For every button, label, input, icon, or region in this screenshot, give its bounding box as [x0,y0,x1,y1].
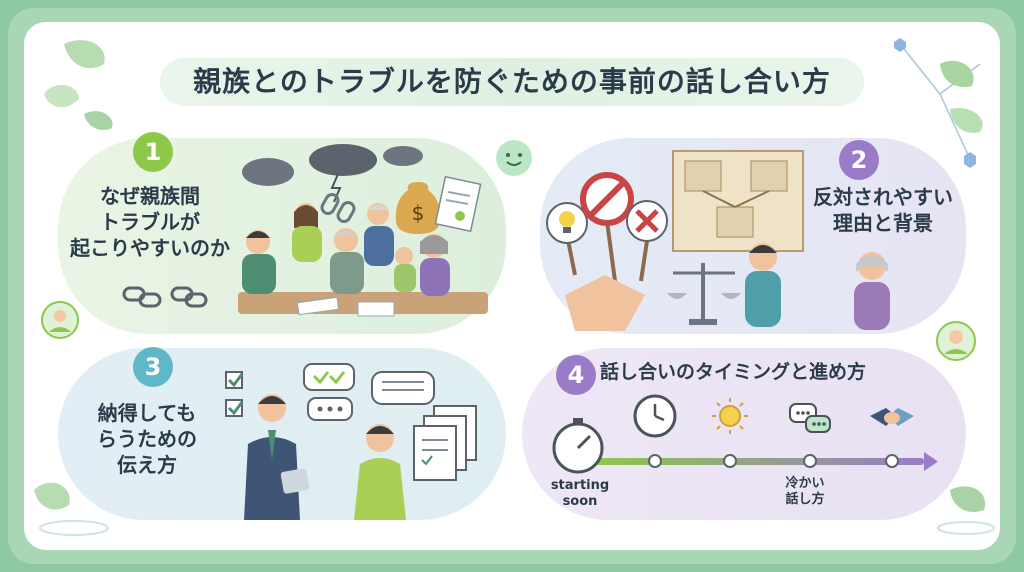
smiley-icon [496,140,532,176]
section-3-heading-line: 納得しても [97,401,197,425]
prohibited-sign-icon [580,172,634,282]
timeline-bar [594,458,924,465]
timeline-end-label-line: 冷かい [785,476,825,491]
clock-icon [633,394,677,438]
section-2-heading-line: 反対されやすい [813,185,953,209]
checklist-icon [225,371,244,417]
timeline-arrowhead [924,452,938,471]
speech-bubble-dots-icon [307,397,353,421]
decoration-right-network [894,38,983,168]
document-stack-icon [413,405,477,481]
section-1-heading: なぜ親族間 トラブルが 起こりやすいのか [70,183,230,261]
balance-scale-icon [667,263,741,325]
x-mark-sign-icon [626,200,668,282]
section-1-heading-line: トラブルが [100,210,200,234]
section-3-heading-line: らうための [97,427,197,451]
document-icon [434,175,482,233]
timeline-end-label: 冷かい 話し方 [770,476,840,508]
decoration-bottom-left-leaves [34,482,109,536]
businessman-illustration [244,394,310,520]
person-listening-illustration [354,424,406,520]
storm-cloud-icon [242,144,423,203]
timeline-end-label-line: 話し方 [785,492,825,507]
family-members-illustration [242,203,450,296]
timeline-node [648,454,662,468]
section-2-heading-line: 理由と背景 [833,211,933,235]
svg-text:$: $ [412,201,425,225]
broken-chain-left-icon [122,286,208,308]
section-3-heading-line: 伝え方 [117,453,177,477]
handshake-icon [870,408,914,426]
speech-bubbles-icon [789,403,831,433]
section-1-heading-line: なぜ親族間 [100,184,200,208]
title-background [160,58,864,106]
timeline-node [885,454,899,468]
section-2-number-badge: 2 [839,140,879,180]
timeline-start-label-text: starting soon [550,478,610,509]
timeline-illustration [552,394,938,474]
man-gesturing-illustration [745,243,781,327]
family-tree-document-icon [672,150,804,252]
avatar-left-icon [41,301,79,339]
section-1-heading-line: 起こりやすいのか [70,236,230,260]
section-2-illustration [546,150,804,331]
section-3-heading: 納得しても らうための 伝え方 [72,400,222,478]
broken-chain-icon [320,193,356,223]
timeline-node [723,454,737,468]
section-4-number-badge: 4 [556,355,596,395]
sun-icon [712,398,748,434]
section-2-heading: 反対されやすい 理由と背景 [808,184,958,236]
section-3-illustration [225,363,477,520]
money-bag-icon: $ [395,182,441,234]
section-4-heading: 話し合いのタイミングと進め方 [600,361,867,383]
speech-bubble-check-icon [303,363,355,391]
timeline-node [803,454,817,468]
speech-bubble-lines-icon [371,371,435,405]
avatar-right-icon [936,321,976,361]
section-3-number-badge: 3 [133,347,173,387]
section-1-number-badge: 1 [133,132,173,172]
elderly-woman-illustration [854,252,890,330]
lightbulb-sign-icon [546,202,588,276]
decoration-bottom-right-leaves [937,486,995,535]
section-1-illustration: $ [238,144,488,317]
stopwatch-icon [552,418,604,474]
timeline-start-label: starting soon [540,478,620,510]
decoration-left-leaves [44,40,113,131]
page-title: 親族とのトラブルを防ぐための事前の話し合い方 [193,65,831,98]
